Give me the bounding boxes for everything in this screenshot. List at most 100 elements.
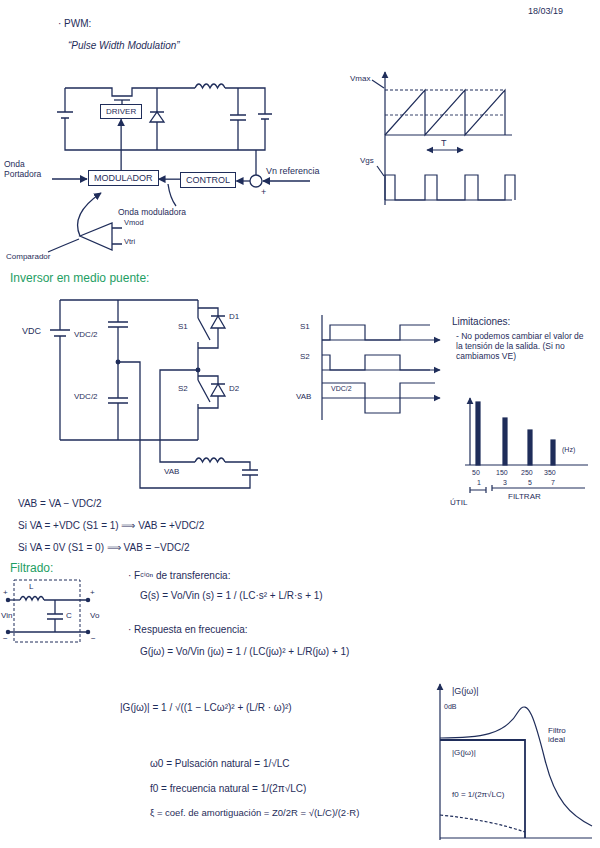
control-loop-wires: [250, 175, 262, 187]
note-text: 3: [503, 479, 507, 487]
bode-plot: [439, 684, 440, 840]
note-text: +: [3, 588, 8, 597]
note-text: T: [441, 138, 447, 148]
note-text: 0dB: [444, 703, 456, 711]
control-loop-wires: [112, 228, 122, 244]
switching-waveforms: [322, 355, 430, 370]
note-text: f0 = frecuencia natural = 1/(2π√LC): [150, 783, 306, 795]
control-loop-wires: [52, 178, 87, 179]
bode-plot: [440, 815, 525, 832]
note-text: Comparador: [6, 252, 50, 261]
lc-filter-circuit: [86, 598, 89, 601]
note-text: |G(jω)| = 1 / √((1 − LCω²)² + (L/R · ω)²…: [120, 702, 292, 714]
buck-converter-circuit: [195, 84, 225, 88]
note-text: C: [66, 611, 72, 620]
buck-converter-circuit: [150, 88, 164, 150]
half-bridge-circuit: [116, 360, 120, 364]
note-text: Vtri: [124, 238, 135, 247]
pwm-waveform: [372, 80, 384, 88]
process-box: MODULADOR: [88, 170, 159, 186]
bode-plot: [440, 707, 592, 826]
note-text: VDC/2: [74, 330, 98, 339]
note-text: S1: [300, 322, 310, 331]
lc-filter-circuit: [6, 598, 9, 601]
lc-filter-circuit: [44, 599, 88, 600]
harmonic-spectrum: [503, 418, 507, 465]
lc-filter-circuit: [6, 580, 89, 642]
note-text: +: [90, 588, 95, 597]
control-loop-wires: [263, 180, 310, 181]
half-bridge-circuit: [160, 370, 198, 462]
note-text: · Fᶜⁱᵒⁿ de transferencia:: [128, 570, 230, 582]
switching-waveforms: [322, 383, 435, 413]
pwm-waveform: [385, 175, 515, 200]
note-text: 50: [472, 469, 480, 477]
connector-arrow: [159, 179, 180, 180]
harmonic-spectrum: [465, 464, 588, 465]
lc-filter-circuit: [47, 600, 63, 632]
buck-converter-circuit: [57, 112, 73, 118]
box-label: DRIVER: [106, 107, 136, 116]
lc-filter-circuit: [86, 630, 89, 633]
harmonic-spectrum: [465, 398, 588, 493]
buck-converter-circuit: [258, 114, 272, 119]
half-bridge-circuit: [195, 458, 225, 462]
note-text: · PWM:: [58, 18, 91, 30]
note-text: “Pulse Width Modulation”: [68, 40, 180, 52]
note-text: · Respuesta en frecuencia:: [128, 624, 248, 636]
note-text: 350: [544, 469, 556, 477]
buck-converter-circuit: [65, 88, 195, 96]
note-text: Vn referencia: [266, 166, 320, 176]
control-loop-wires: [255, 150, 256, 175]
pwm-waveform: [427, 149, 463, 150]
note-text: Vin: [1, 611, 12, 620]
note-text: VDC/2: [331, 385, 352, 393]
note-text: VAB: [164, 467, 179, 476]
process-box: DRIVER: [100, 104, 142, 119]
buck-converter-circuit: [150, 112, 164, 122]
note-text: FILTRAR: [508, 492, 541, 501]
note-text: ξ = coef. de amortiguación = Z0/2R = √(L…: [150, 808, 359, 819]
note-text: 7: [551, 479, 555, 487]
bode-plot: [440, 684, 592, 840]
note-text: S2: [300, 352, 310, 361]
note-text: (Hz): [562, 446, 575, 454]
harmonic-spectrum: [470, 487, 486, 493]
note-text: Onda moduladora: [118, 208, 186, 218]
control-loop-wires: [78, 193, 101, 236]
buck-converter-circuit: [64, 88, 65, 112]
note-text: Vmax: [350, 74, 370, 83]
note-text: D1: [229, 312, 239, 321]
note-text: VDC/2: [74, 392, 98, 401]
note-text: - No podemos cambiar el valor de la tens…: [456, 332, 591, 361]
half-bridge-circuit: [108, 300, 128, 440]
note-text: f0 = 1/(2π√LC): [452, 790, 504, 799]
note-text: L: [29, 582, 33, 591]
note-text: G(s) = Vo/Vin (s) = 1 / (LC·s² + L/R·s +…: [140, 590, 323, 602]
half-bridge-circuit: [211, 316, 225, 328]
note-text: Vmod: [124, 219, 144, 228]
control-loop-wires: [80, 223, 112, 250]
buck-converter-circuit: [230, 88, 246, 150]
buck-converter-circuit: [225, 88, 265, 114]
half-bridge-circuit: [50, 300, 70, 440]
box-label: MODULADOR: [94, 173, 153, 183]
note-text: 1: [477, 479, 481, 487]
note-text: |G(jω)|: [452, 748, 476, 757]
note-text: D2: [229, 384, 239, 393]
note-text: −: [91, 634, 96, 643]
note-text: ÚTIL: [450, 498, 467, 507]
bode-plot: [440, 837, 592, 838]
feedback-wire: [237, 180, 250, 181]
pwm-waveform: [377, 166, 384, 176]
lc-filter-circuit: [20, 597, 44, 601]
note-text: VDC: [22, 326, 41, 336]
connector-arrow: [120, 119, 121, 170]
note-text: Vgs: [360, 156, 374, 165]
note-text: 18/03/19: [528, 6, 563, 16]
section-heading: Filtrado:: [10, 562, 53, 576]
half-bridge-circuit: [198, 308, 225, 348]
